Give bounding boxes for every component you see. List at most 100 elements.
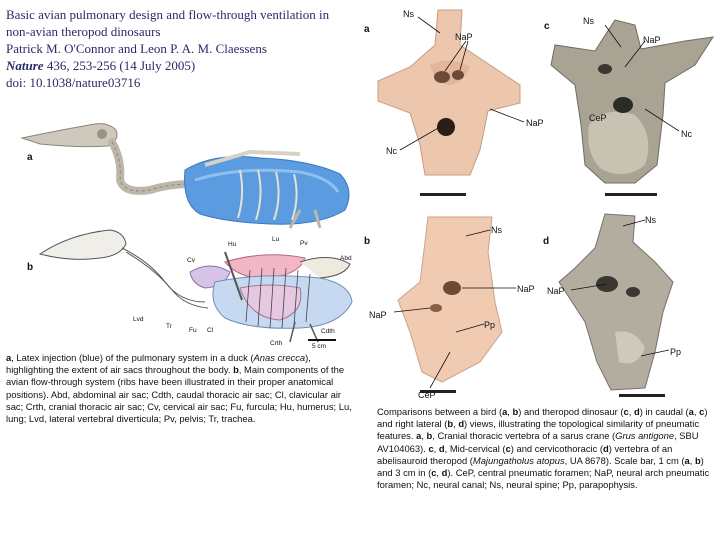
cap-r-8: d	[633, 406, 640, 417]
leader-lines-d	[570, 219, 670, 357]
cap-r-41: ). CeP, central pneumatic foramen; NaP, …	[377, 467, 710, 491]
title-line-2: non-avian theropod dinosaurs	[6, 24, 161, 39]
left-figure-caption: a, Latex injection (blue) of the pulmona…	[6, 352, 356, 425]
label-lu: Lu	[272, 236, 280, 243]
leader-lines-b	[393, 229, 516, 389]
leader-lines-a	[399, 16, 525, 151]
cap-r-15: ,	[453, 418, 459, 430]
label-c-ns: Ns	[583, 16, 594, 26]
cap-r-32: Majungatholus atopus	[472, 454, 565, 466]
cap-r-29: ) and cervicothoracic (	[510, 442, 604, 454]
cap-r-27: , Mid-cervical (	[444, 442, 506, 454]
label-d-ns: Ns	[645, 215, 656, 225]
cap-r-28: c	[505, 442, 511, 454]
label-c-nc: Nc	[681, 129, 692, 139]
cap-r-16: d	[458, 418, 465, 430]
figure-label-d-right: d	[543, 236, 550, 247]
cap-r-22: Grus antigone	[615, 430, 675, 442]
label-d-pp: Pp	[670, 347, 682, 357]
citation-header: Basic avian pulmonary design and flow-th…	[6, 6, 366, 91]
cap-r-30: d	[603, 442, 609, 454]
theropod-mid-cervical-caudal-photo	[550, 19, 715, 196]
cap-r-31: ) vertebra of an abelisauroid theropod (	[377, 442, 673, 466]
label-b-cep: CeP	[418, 390, 436, 400]
theropod-cervicothoracic-lateral-photo	[558, 213, 674, 397]
authors: Patrick M. O'Connor and Leon P. A. M. Cl…	[6, 41, 267, 56]
cap-r-13: ) and right lateral (	[377, 406, 708, 430]
cap-r-10: a	[688, 406, 694, 417]
cap-r-19: ,	[421, 430, 427, 442]
cap-r-37: ) and 3 cm in (	[377, 454, 704, 479]
label-tr: Tr	[166, 323, 172, 330]
label-b-nap-left: NaP	[369, 310, 387, 320]
journal-name: Nature	[6, 58, 44, 73]
label-lvd: Lvd	[133, 316, 144, 323]
cap-r-26: d	[438, 442, 445, 454]
cap-r-38: c	[431, 467, 437, 479]
cap-r-34: a	[684, 454, 690, 466]
caption-b-text: , Main components of the avian flow-thro…	[6, 364, 352, 425]
figure-label-b-left: b	[27, 262, 34, 273]
cap-r-40: d	[441, 467, 448, 479]
label-a-nap-2: NaP	[526, 118, 544, 128]
doi: doi: 10.1038/nature03716	[6, 75, 141, 90]
label-d-nap: NaP	[547, 286, 565, 296]
label-cl: Cl	[207, 327, 214, 334]
label-b-pp: Pp	[484, 320, 496, 330]
scale-bar-label: 5 cm	[312, 343, 327, 350]
label-a-nap: NaP	[455, 32, 473, 42]
cap-r-1: Comparisons between a bird (	[377, 406, 503, 417]
label-cdth: Cdth	[321, 328, 335, 335]
cap-r-25: ,	[433, 442, 439, 454]
cap-r-35: ,	[689, 454, 695, 466]
figure-label-b-right: b	[364, 236, 371, 247]
pulmonary-system-diagram	[38, 229, 353, 343]
figure-label-a-right: a	[364, 24, 370, 35]
label-fu: Fu	[189, 327, 197, 334]
caption-a-marker: a	[6, 352, 12, 363]
cap-r-18: a	[416, 430, 422, 442]
caption-a-text: , Latex injection (blue) of the pulmonar…	[11, 352, 254, 363]
crane-vertebra-caudal-photo	[377, 9, 521, 196]
label-b-nap: NaP	[517, 284, 535, 294]
caption-species: Anas crecca	[253, 352, 306, 363]
figure-label-a-left: a	[27, 152, 33, 163]
cap-r-20: b	[426, 430, 433, 442]
label-c-nap: NaP	[643, 35, 661, 45]
label-abd: Abd	[340, 255, 352, 262]
crane-vertebra-lateral-photo	[397, 216, 503, 393]
volume-pages-date: 436, 253-256 (14 July 2005)	[43, 58, 196, 73]
cap-r-4: b	[512, 406, 519, 417]
cap-r-24: c	[428, 442, 434, 454]
cap-r-6: c	[623, 406, 629, 417]
cap-r-11: ,	[693, 406, 700, 417]
caption-b-marker: b	[233, 364, 239, 376]
cap-r-33: , UA 8678). Scale bar, 1 cm (	[564, 454, 685, 466]
cap-r-2: a	[502, 406, 508, 417]
journal-citation: Nature 436, 253-256 (14 July 2005)	[6, 57, 366, 74]
cap-r-23: , SBU AV104063).	[377, 430, 699, 454]
label-cv: Cv	[187, 257, 195, 264]
cap-r-14: b	[447, 418, 454, 430]
leader-lines-c	[604, 24, 680, 132]
cap-r-21: , Cranial thoracic vertebra of a sarus c…	[432, 430, 616, 442]
cap-r-39: ,	[436, 467, 442, 479]
caption-a-text-2: ), highlighting the extent of air sacs t…	[6, 352, 311, 376]
label-crth: Crth	[270, 340, 283, 347]
label-b-ns: Ns	[491, 225, 502, 235]
label-hu: Hu	[228, 241, 237, 248]
label-pv: Pv	[300, 240, 308, 247]
duck-skeleton-latex-illustration	[20, 123, 350, 229]
cap-r-5: ) and theropod dinosaur (	[518, 406, 624, 417]
cap-r-7: ,	[628, 406, 634, 417]
title-line-1: Basic avian pulmonary design and flow-th…	[6, 7, 330, 22]
cap-r-36: b	[694, 454, 701, 466]
right-figure-caption: Comparisons between a bird (a, b) and th…	[377, 406, 715, 491]
cap-r-9: ) in caudal (	[639, 406, 689, 417]
cap-r-17: ) views, illustrating the topological si…	[377, 418, 700, 442]
cap-r-3: ,	[507, 406, 513, 417]
label-a-ns: Ns	[403, 9, 414, 19]
cap-r-12: c	[699, 406, 705, 417]
figure-label-c-right: c	[544, 21, 550, 32]
label-a-nc: Nc	[386, 146, 397, 156]
